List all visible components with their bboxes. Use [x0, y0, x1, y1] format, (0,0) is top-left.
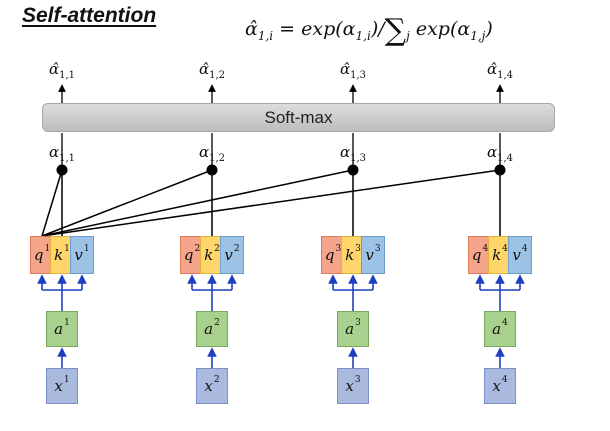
softmax-formula: α̂1,i = exp(α1,i)/∑j exp(α1,j) [245, 8, 493, 48]
value-4-box-letter: v [512, 246, 521, 264]
input-1-box-superscript: 1 [63, 375, 70, 385]
alpha-3-label-symbol: α [339, 143, 351, 161]
input-1-box-letter: x [54, 377, 63, 395]
embedding-2-box-superscript: 2 [214, 318, 220, 328]
softmax-layer: Soft-max [42, 103, 555, 132]
query-1-to-dot-2-line [41, 169, 213, 237]
softmax-label: Soft-max [264, 108, 333, 127]
key-3-box-superscript: 3 [355, 244, 361, 254]
query-1-to-dot-4-line [41, 169, 501, 237]
formula-denominator-subscript: 1,j [470, 28, 486, 43]
alpha-hat-4-label: α̂1,4 [487, 60, 513, 81]
input-3-box-letter: x [345, 377, 354, 395]
input-2-box-superscript: 2 [213, 375, 220, 385]
value-3-box-letter: v [365, 246, 374, 264]
alpha-hat-3-label-symbol: α̂ [339, 60, 351, 78]
formula-denominator: exp(α [409, 18, 471, 40]
key-3-box-letter: k [345, 246, 355, 264]
alpha-3-label: α1,3 [340, 143, 366, 164]
query-4-box-letter: q [471, 246, 482, 264]
embedding-1-box-superscript: 1 [64, 318, 70, 328]
key-4-box-letter: k [492, 246, 502, 264]
alpha-hat-4-label-subscript: 1,4 [497, 70, 514, 81]
alpha-hat-1-label-subscript: 1,1 [59, 70, 76, 81]
query-3-box-superscript: 3 [335, 244, 342, 254]
formula-numerator: = exp(α [273, 18, 356, 40]
value-1-box-letter: v [74, 246, 83, 264]
input-3-box-superscript: 3 [354, 375, 361, 385]
formula-lhs-subscript: 1,i [257, 28, 274, 43]
alpha-1-label-symbol: α [48, 143, 60, 161]
formula-division: )/ [370, 18, 385, 40]
input-4-box-superscript: 4 [501, 375, 508, 385]
alpha-hat-2-label-subscript: 1,2 [209, 70, 226, 81]
value-1-box-superscript: 1 [83, 244, 90, 254]
query-1-box-letter: q [33, 246, 44, 264]
query-2-box-letter: q [183, 246, 194, 264]
alpha-hat-3-label-subscript: 1,3 [350, 70, 367, 81]
query-2-box-superscript: 2 [194, 244, 201, 254]
alpha-4-label: α1,4 [487, 143, 513, 164]
embedding-4-box-letter: a [492, 320, 502, 338]
embedding-4-box-superscript: 4 [502, 318, 508, 328]
value-3-box-superscript: 3 [374, 244, 381, 254]
key-4-box-superscript: 4 [502, 244, 508, 254]
query-4-box-superscript: 4 [482, 244, 489, 254]
alpha-hat-3-label: α̂1,3 [340, 60, 366, 81]
diagram-title: Self-attention [22, 4, 157, 27]
embedding-3-box-letter: a [345, 320, 355, 338]
embedding-2-box-letter: a [204, 320, 214, 338]
summation-symbol: ∑ [384, 13, 407, 48]
query-1-to-dot-1-line [41, 169, 63, 237]
formula-numerator-subscript: 1,i [355, 28, 371, 43]
alpha-4-label-symbol: α [486, 143, 498, 161]
alpha-4-label-subscript: 1,4 [497, 153, 514, 164]
value-4-box-superscript: 4 [521, 244, 528, 254]
query-3-box-letter: q [324, 246, 335, 264]
alpha-2-label: α1,2 [199, 143, 225, 164]
value-2-box-superscript: 2 [233, 244, 240, 254]
alpha-hat-2-label-symbol: α̂ [198, 60, 210, 78]
query-1-to-dot-3-line [41, 169, 354, 237]
formula-close-paren: ) [485, 18, 493, 40]
key-1-box-superscript: 1 [64, 244, 70, 254]
embedding-3-box-superscript: 3 [355, 318, 361, 328]
key-2-box-letter: k [204, 246, 214, 264]
key-1-box-letter: k [54, 246, 64, 264]
input-4-box-letter: x [492, 377, 501, 395]
alpha-2-label-symbol: α [198, 143, 210, 161]
alpha-hat-1-label: α̂1,1 [49, 60, 75, 81]
alpha-hat-1-label-symbol: α̂ [48, 60, 60, 78]
alpha-1-label-subscript: 1,1 [59, 153, 76, 164]
alpha-1-label: α1,1 [49, 143, 75, 164]
alpha-2-label-subscript: 1,2 [209, 153, 226, 164]
key-2-box-superscript: 2 [214, 244, 220, 254]
alpha-hat-4-label-symbol: α̂ [486, 60, 498, 78]
value-2-box-letter: v [224, 246, 233, 264]
alpha-hat-symbol: α̂ [245, 18, 258, 40]
alpha-hat-2-label: α̂1,2 [199, 60, 225, 81]
query-1-box-superscript: 1 [44, 244, 51, 254]
embedding-1-box-letter: a [54, 320, 64, 338]
alpha-3-label-subscript: 1,3 [350, 153, 367, 164]
summation-index: j [406, 28, 410, 43]
input-2-box-letter: x [204, 377, 213, 395]
